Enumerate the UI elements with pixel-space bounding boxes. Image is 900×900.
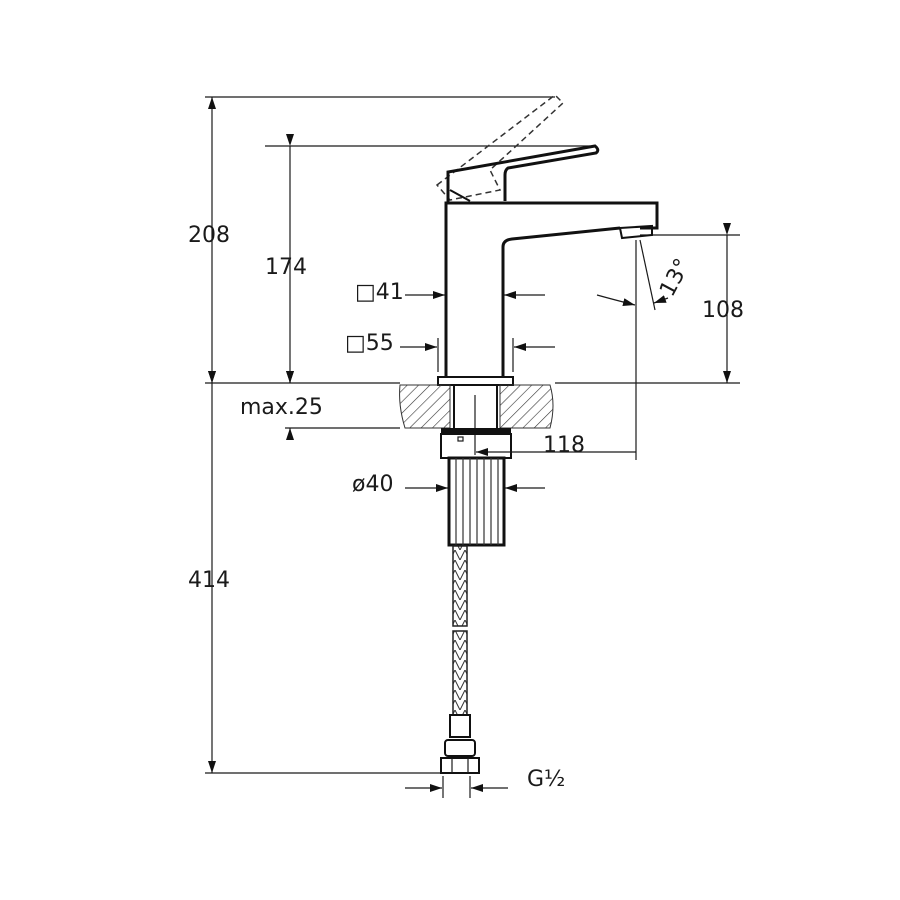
dim-body-square: □41 [355, 280, 404, 305]
dim-hose-length: 414 [188, 568, 230, 593]
dim-deck-thickness: max.25 [240, 395, 323, 420]
dim-total-height: 208 [188, 223, 230, 248]
fixing-nut [440, 428, 512, 547]
dim-shank-diameter: ø40 [352, 472, 393, 497]
dim-lever-height: 174 [265, 255, 307, 280]
dim-connection-thread: G½ [527, 767, 565, 792]
countertop-section [399, 384, 554, 429]
lever-open-outline [435, 94, 565, 201]
dimension-lines [208, 97, 731, 792]
faucet-body [437, 144, 659, 386]
flexible-hose [440, 545, 480, 774]
dim-spout-reach: 118 [543, 433, 585, 458]
dim-spout-height: 108 [702, 298, 744, 323]
reference-lines [205, 96, 740, 798]
dim-base-square: □55 [345, 331, 394, 356]
dim-spray-angle: 13° [655, 255, 695, 301]
